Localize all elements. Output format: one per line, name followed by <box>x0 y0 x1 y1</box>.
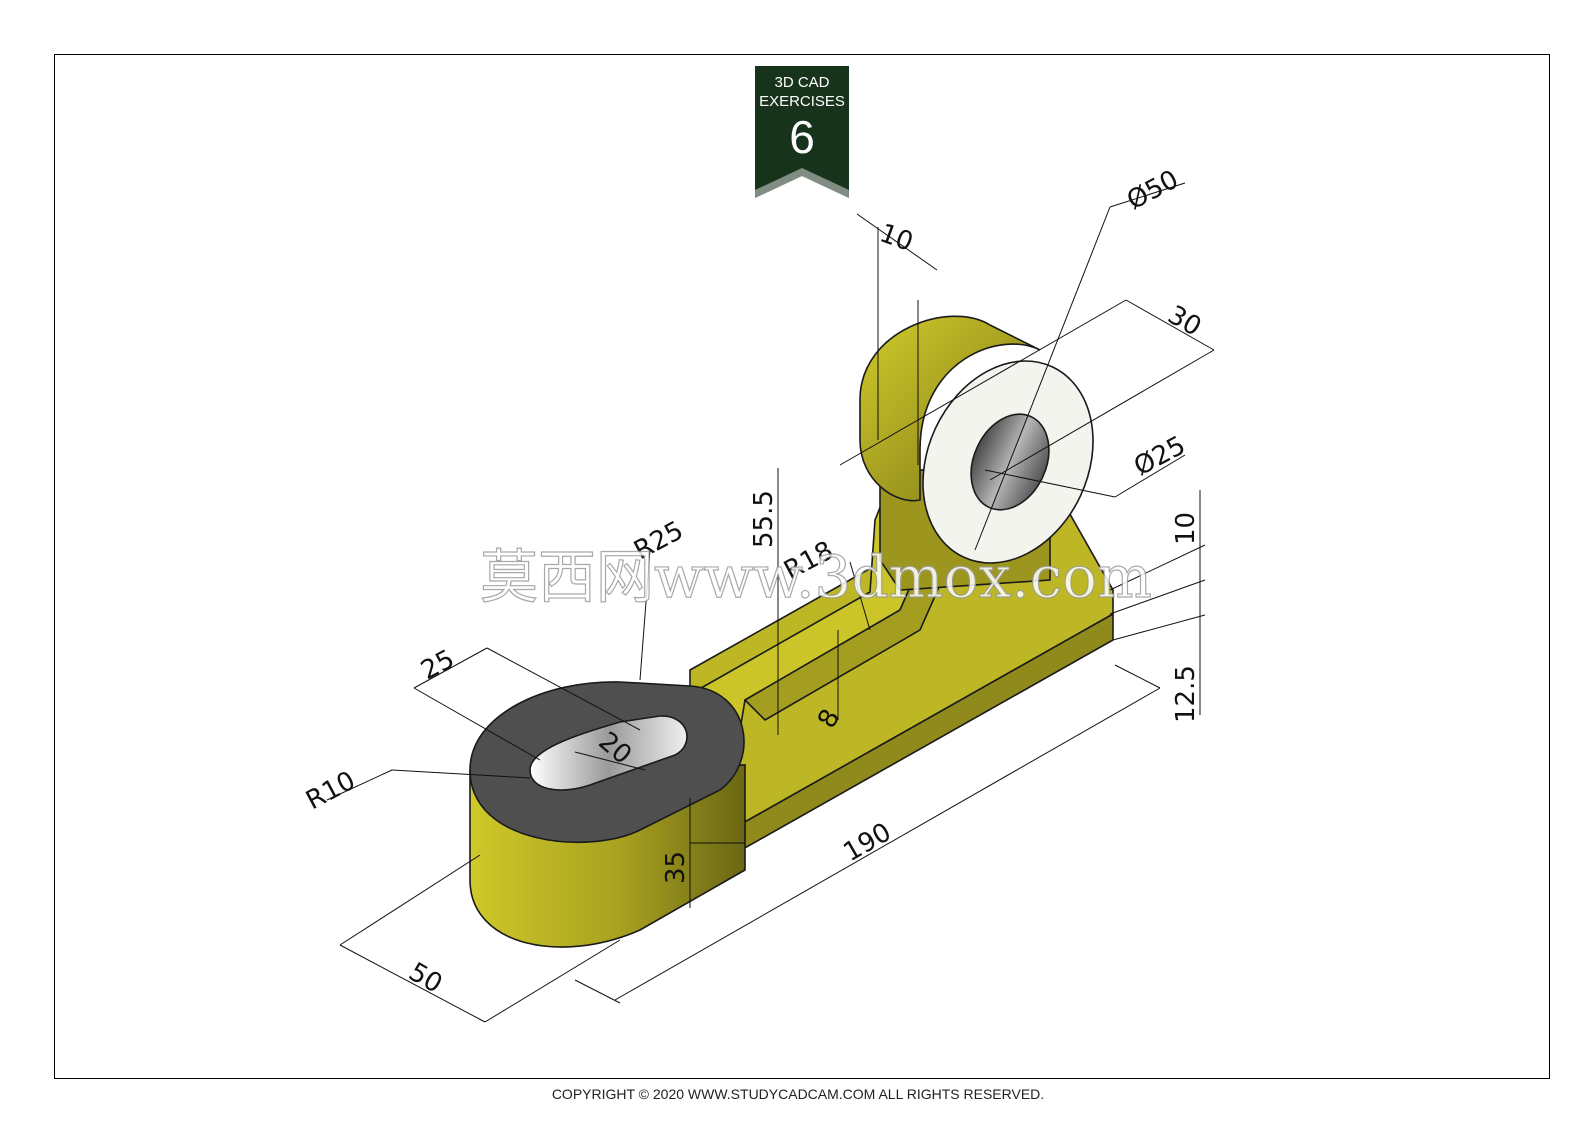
dim-35: 35 <box>661 851 691 884</box>
slot-opening <box>529 715 688 791</box>
dim-30: 30 <box>1163 300 1207 343</box>
dim-190: 190 <box>839 817 897 868</box>
copyright-notice: COPYRIGHT © 2020 WWW.STUDYCADCAM.COM ALL… <box>551 1086 1045 1102</box>
exercise-badge: 3D CAD EXERCISES 6 <box>755 66 849 198</box>
dim-10-right: 10 <box>1171 512 1201 545</box>
badge-title-line1: 3D CAD <box>774 74 830 91</box>
dim-diameter-50: Ø50 <box>1122 165 1183 217</box>
dim-12-5: 12.5 <box>1171 665 1201 723</box>
badge-title-line2: EXERCISES <box>759 93 845 110</box>
badge-ribbon-icon <box>755 66 849 198</box>
dim-55-5: 55.5 <box>749 490 779 548</box>
dim-25-end: 25 <box>416 644 459 686</box>
dim-50: 50 <box>404 957 448 1000</box>
dim-r10: R10 <box>301 766 360 817</box>
end-lug <box>469 681 746 948</box>
drawing-frame <box>54 54 1550 1079</box>
watermark-text: 莫西网www.3dmox.com <box>480 543 1152 611</box>
dimension-lines <box>326 182 1215 1023</box>
badge-number: 6 <box>789 111 815 163</box>
dim-diameter-25: Ø25 <box>1129 431 1190 483</box>
